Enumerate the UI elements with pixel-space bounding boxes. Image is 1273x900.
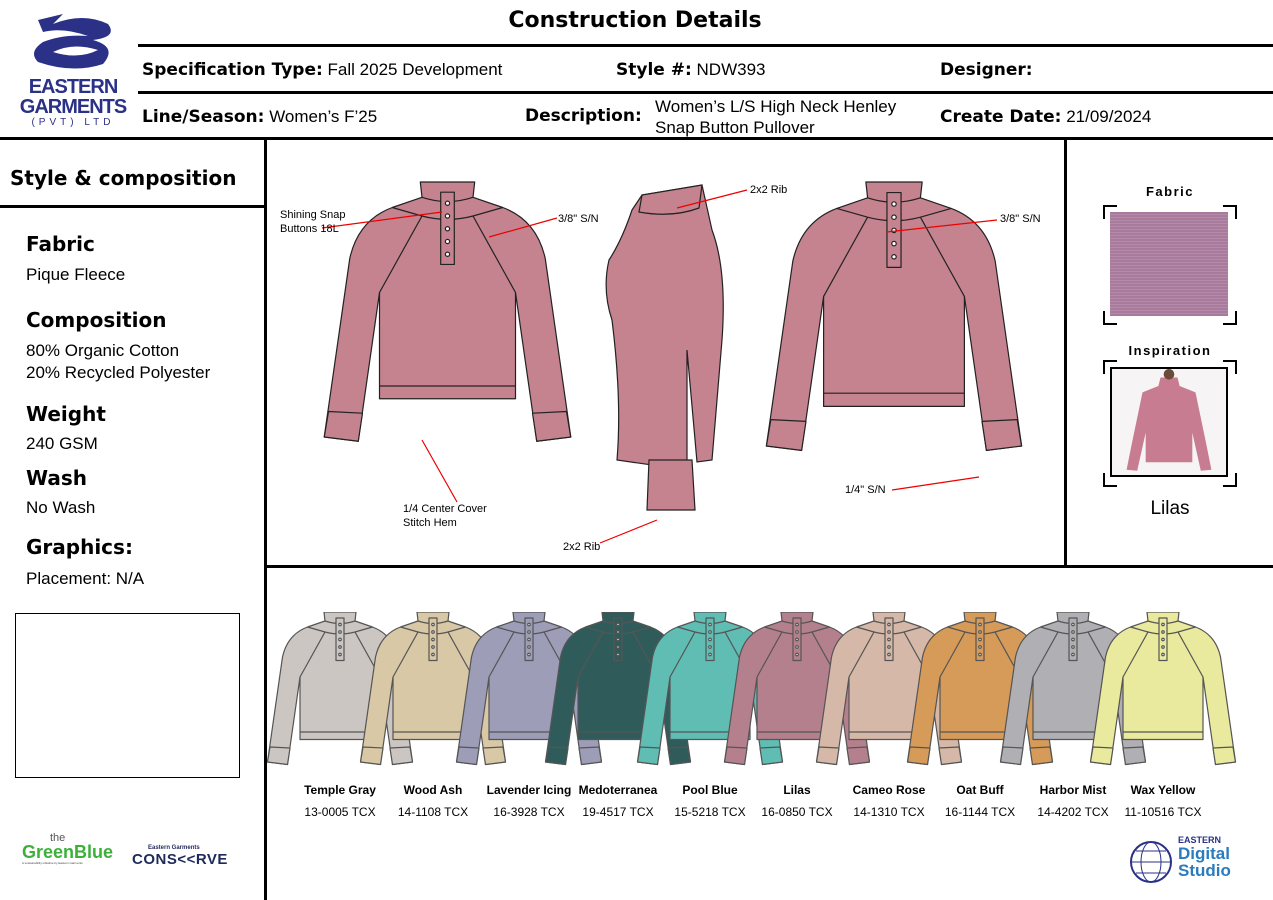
company-name-2: GARMENTS bbox=[19, 96, 127, 118]
logo-mark-icon bbox=[34, 14, 111, 69]
line-season-field: Line/Season: Women’s F’25 bbox=[142, 107, 378, 127]
description-label: Description: bbox=[525, 106, 642, 126]
colorway-code: 14-1310 TCX bbox=[853, 805, 925, 819]
colorway-name: Harbor Mist bbox=[1039, 783, 1107, 797]
colorway-code: 19-4517 TCX bbox=[582, 805, 654, 819]
create-date-field: Create Date: 21/09/2024 bbox=[940, 107, 1152, 127]
company-logo: EASTERN GARMENTS (PVT) LTD bbox=[18, 12, 128, 128]
garment-flats bbox=[321, 181, 1023, 544]
company-name-1: EASTERN bbox=[28, 76, 119, 98]
frame-corner bbox=[1223, 205, 1237, 219]
spec-type-field: Specification Type: Fall 2025 Developmen… bbox=[142, 60, 503, 80]
colorway-code: 11-10516 TCX bbox=[1124, 805, 1202, 819]
fabric-heading: Fabric bbox=[26, 232, 95, 256]
frame-corner bbox=[1103, 473, 1117, 487]
frame-corner bbox=[1103, 360, 1117, 374]
colorway-name: Lavender Icing bbox=[486, 783, 572, 797]
company-name-3: (PVT) LTD bbox=[31, 117, 115, 128]
colorway-name: Temple Gray bbox=[304, 783, 376, 797]
frame-corner bbox=[1103, 311, 1117, 325]
wash-value: No Wash bbox=[26, 498, 96, 517]
colorway-name: Wax Yellow bbox=[1130, 783, 1196, 797]
colorway-garment-icon bbox=[1089, 611, 1237, 766]
style-field: Style #: NDW393 bbox=[616, 60, 766, 80]
fabric-swatch-heading: Fabric bbox=[1145, 184, 1194, 199]
colorway-name: Pool Blue bbox=[682, 783, 738, 797]
colorway-name: Oat Buff bbox=[956, 783, 1004, 797]
globe-icon bbox=[1130, 841, 1172, 883]
greenblue-logo: the GreenBlue A sustainability initiativ… bbox=[22, 832, 114, 866]
inspiration-image bbox=[1110, 367, 1228, 477]
colorway-name: Cameo Rose bbox=[852, 783, 926, 797]
annotation-back-stitch: 3/8" S/N bbox=[1000, 213, 1041, 225]
colorway-name: Lilas bbox=[783, 783, 811, 797]
section-heading: Style & composition bbox=[10, 166, 237, 190]
frame-corner bbox=[1223, 311, 1237, 325]
colorway-name: Medoterranea bbox=[578, 783, 658, 797]
eastern-digital-studio-logo: EASTERN Digital Studio bbox=[1128, 835, 1253, 885]
weight-value: 240 GSM bbox=[26, 434, 98, 453]
wash-heading: Wash bbox=[26, 466, 87, 490]
colorway-code: 16-3928 TCX bbox=[493, 805, 565, 819]
colorway-code: 16-1144 TCX bbox=[944, 805, 1016, 819]
frame-corner bbox=[1223, 473, 1237, 487]
composition-heading: Composition bbox=[26, 308, 167, 332]
annotation-front-stitch: 3/8" S/N bbox=[558, 213, 599, 225]
fabric-value: Pique Fleece bbox=[26, 265, 126, 284]
graphic-placeholder-box bbox=[15, 613, 240, 778]
placement-value: Placement: N/A bbox=[26, 569, 145, 588]
colorway-name: Wood Ash bbox=[403, 783, 463, 797]
inspiration-color-name: Lilas bbox=[1150, 498, 1190, 519]
annotation-neck-rib: 2x2 Rib bbox=[750, 184, 788, 196]
frame-corner bbox=[1103, 205, 1117, 219]
inspiration-heading: Inspiration bbox=[1128, 343, 1212, 358]
designer-field: Designer: bbox=[940, 60, 1033, 80]
annotation-cuff-stitch: 1/4" S/N bbox=[845, 484, 886, 496]
conserve-logo: Eastern Garments CONS<<RVE bbox=[132, 845, 228, 868]
colorway-code: 14-1108 TCX bbox=[397, 805, 469, 819]
colorway-code: 14-4202 TCX bbox=[1037, 805, 1109, 819]
frame-corner bbox=[1223, 360, 1237, 374]
colorway-code: 15-5218 TCX bbox=[674, 805, 746, 819]
colorway-code: 13-0005 TCX bbox=[304, 805, 376, 819]
graphics-heading: Graphics: bbox=[26, 535, 133, 559]
fabric-swatch bbox=[1110, 212, 1228, 316]
colorway-code: 16-0850 TCX bbox=[761, 805, 833, 819]
page-title: Construction Details bbox=[508, 8, 762, 33]
colorway-item: Wax Yellow 11-10516 TCX bbox=[1089, 611, 1237, 819]
annotation-cuff-rib: 2x2 Rib bbox=[563, 541, 601, 553]
weight-heading: Weight bbox=[26, 402, 106, 426]
